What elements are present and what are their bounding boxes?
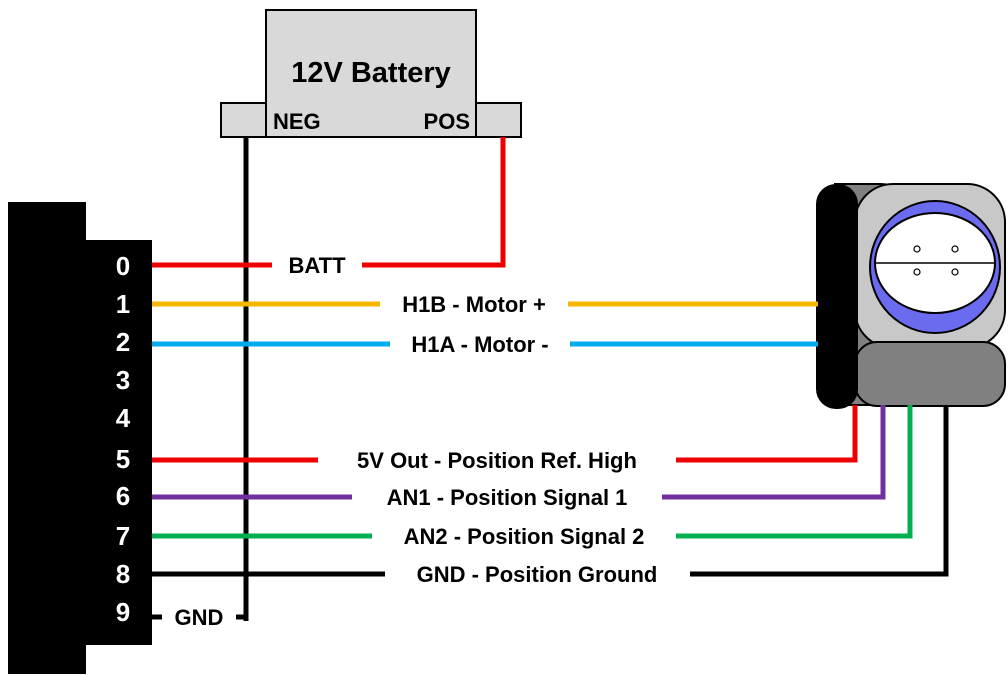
pin-9-label: 9 [116,597,130,627]
pin-6-label: 6 [116,481,130,511]
motor-wheel-dot [913,268,921,276]
wire-pin-9-right [236,610,249,620]
pin-8-label: 8 [116,559,130,589]
wire-pin-7-right [676,405,913,539]
wire-pin-6-right [662,405,886,500]
motor-wheel-dot [913,245,921,253]
connector-pin-block [80,240,152,645]
pin-1-label: 1 [116,289,130,319]
battery-body [265,9,477,138]
wire-label-batt: BATT [288,253,346,278]
pin-4-label: 4 [116,403,131,433]
battery-title: 12V Battery [291,57,451,89]
wire-label-an1: AN1 - Position Signal 1 [387,485,628,510]
battery-neg-label: NEG [273,109,321,134]
pin-3-label: 3 [116,365,130,395]
pin-5-label: 5 [116,444,130,474]
battery-pos-label: POS [424,109,470,134]
battery: 12V Battery NEG POS [220,9,522,138]
motor-wheel-dot [951,245,959,253]
motor-wheel-dot [951,268,959,276]
wire-label-an2: AN2 - Position Signal 2 [404,524,645,549]
wire-label-gnd: GND [175,605,224,630]
motor-terminal-strip [816,184,858,409]
pin-2-label: 2 [116,327,130,357]
connector-back [8,202,86,674]
wire-label-5v: 5V Out - Position Ref. High [357,448,637,473]
wire-pin-8-right [690,405,949,577]
wire-pin-5-right [676,405,858,463]
wire-label-gnd-pos: GND - Position Ground [417,562,658,587]
connector [8,202,152,674]
pin-7-label: 7 [116,521,130,551]
motor [816,183,1006,409]
motor-sensor-block [854,341,1006,407]
pin-0-label: 0 [116,251,130,281]
battery-pos-wire [362,137,506,268]
wire-label-h1b: H1B - Motor + [402,292,546,317]
wire-label-h1a: H1A - Motor - [411,332,548,357]
